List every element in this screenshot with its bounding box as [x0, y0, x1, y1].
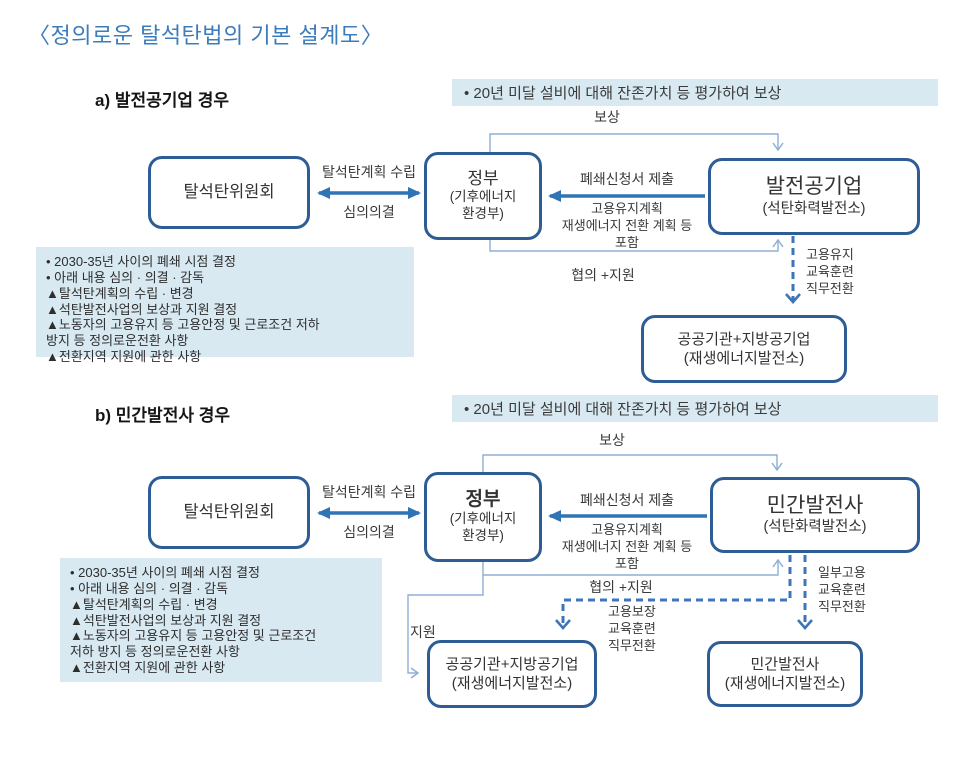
infobox-a-line: ▲노동자의 고용유지 등 고용안정 및 근로조건 저하 방지 등 정의로운전환 … [46, 317, 320, 349]
infobox-b-line: ▲탈석탄계획의 수립 · 변경 [70, 596, 218, 612]
box-a-committee-title: 탈석탄위원회 [183, 183, 275, 202]
section-b-infobox: • 2030-35년 사이의 폐쇄 시점 결정 • 아래 내용 심의 · 의결 … [60, 558, 382, 682]
line-b-support [407, 575, 484, 679]
box-b-committee: 탈석탄위원회 [148, 476, 310, 549]
box-b-coal-power: 민간발전사 (석탄화력발전소) [710, 477, 920, 553]
label-b-plan: 탈석탄계획 수립 [321, 484, 417, 500]
label-a-job-transition: 고용유지 교육훈련 직무전환 [806, 247, 854, 297]
box-b-government-title: 정부 [465, 489, 501, 511]
page-title: 〈정의로운 탈석탄법의 기본 설계도〉 [28, 23, 384, 48]
label-b-consult-support: 협의 +지원 [589, 579, 653, 595]
box-b-renewable-public: 공공기관+지방공기업 (재생에너지발전소) [427, 640, 597, 708]
label-a-consult-support: 협의 +지원 [571, 267, 635, 283]
label-a-plan: 탈석탄계획 수립 [321, 164, 417, 180]
box-a-committee: 탈석탄위원회 [148, 156, 310, 229]
box-b-committee-title: 탈석탄위원회 [183, 503, 275, 522]
label-a-compensation: 보상 [594, 109, 620, 125]
box-b-renewable-public-subtitle: (재생에너지발전소) [451, 675, 573, 692]
box-a-coal-power-subtitle: (석탄화력발전소) [762, 200, 866, 217]
infobox-a-line: ▲전환지역 지원에 관한 사항 [46, 349, 202, 365]
infobox-b-line: • 2030-35년 사이의 폐쇄 시점 결정 [70, 565, 260, 580]
infobox-b-line: ▲노동자의 고용유지 등 고용안정 및 근로조건 저하 방지 등 정의로운전환 … [70, 628, 317, 660]
infobox-b-line: ▲석탄발전사업의 보상과 지원 결정 [70, 612, 262, 628]
dashed-b-job-guarantee [555, 555, 792, 630]
label-a-deliberate: 심의의결 [343, 204, 395, 220]
box-a-government: 정부 (기후에너지 환경부) [424, 152, 542, 240]
infobox-a-line: ▲석탄발전사업의 보상과 지원 결정 [46, 301, 238, 317]
label-b-job-guarantee: 고용보장 교육훈련 직무전환 [608, 604, 656, 654]
label-a-closure-detail: 고용유지계획 재생에너지 전환 계획 등 포함 [561, 201, 693, 251]
box-a-renewable-subtitle: (재생에너지발전소) [683, 350, 805, 367]
label-b-deliberate: 심의의결 [343, 524, 395, 540]
infobox-b-line: • 아래 내용 심의 · 의결 · 감독 [70, 580, 229, 596]
infobox-b-line: ▲전환지역 지원에 관한 사항 [70, 660, 226, 676]
infobox-a-line: • 2030-35년 사이의 폐쇄 시점 결정 [46, 254, 236, 269]
box-a-coal-power-title: 발전공기업 [765, 175, 863, 199]
section-a-infobox: • 2030-35년 사이의 폐쇄 시점 결정 • 아래 내용 심의 · 의결 … [36, 247, 414, 364]
infobox-a-line: ▲탈석탄계획의 수립 · 변경 [46, 285, 194, 301]
box-b-renewable-public-title: 공공기관+지방공기업 [445, 655, 579, 673]
box-b-renewable-private: 민간발전사 (재생에너지발전소) [707, 641, 863, 707]
label-b-compensation: 보상 [599, 432, 625, 448]
box-b-coal-power-subtitle: (석탄화력발전소) [763, 519, 867, 535]
label-b-support: 지원 [410, 624, 436, 640]
box-a-government-subtitle: (기후에너지 환경부) [449, 188, 517, 221]
label-b-partial-job: 일부고용 교육훈련 직무전환 [818, 565, 866, 615]
label-b-closure-detail: 고용유지계획 재생에너지 전환 계획 등 포함 [561, 522, 693, 572]
box-a-government-title: 정부 [467, 169, 499, 189]
section-b-note: • 20년 미달 설비에 대해 잔존가치 등 평가하여 보상 [452, 395, 938, 422]
infobox-a-line: • 아래 내용 심의 · 의결 · 감독 [46, 269, 205, 285]
box-a-coal-power: 발전공기업 (석탄화력발전소) [708, 158, 920, 235]
box-b-renewable-private-title: 민간발전사 [750, 655, 820, 673]
box-b-government-subtitle: (기후에너지 환경부) [449, 511, 517, 543]
box-b-coal-power-title: 민간발전사 [766, 493, 864, 517]
line-a-consult-support [489, 238, 784, 252]
section-a-heading: a) 발전공기업 경우 [95, 91, 230, 110]
box-b-government: 정부 (기후에너지 환경부) [424, 472, 542, 562]
box-a-renewable-title: 공공기관+지방공기업 [677, 330, 811, 348]
line-a-compensation [489, 133, 784, 152]
line-b-consult-support [482, 558, 784, 576]
box-a-renewable: 공공기관+지방공기업 (재생에너지발전소) [641, 315, 847, 383]
label-a-closure-request: 폐쇄신청서 제출 [579, 171, 675, 187]
section-b-heading: b) 민간발전사 경우 [95, 406, 230, 425]
section-a-note: • 20년 미달 설비에 대해 잔존가치 등 평가하여 보상 [452, 79, 938, 106]
label-b-closure-request: 폐쇄신청서 제출 [579, 492, 675, 508]
line-b-compensation [482, 454, 783, 472]
box-b-renewable-private-subtitle: (재생에너지발전소) [724, 675, 846, 692]
